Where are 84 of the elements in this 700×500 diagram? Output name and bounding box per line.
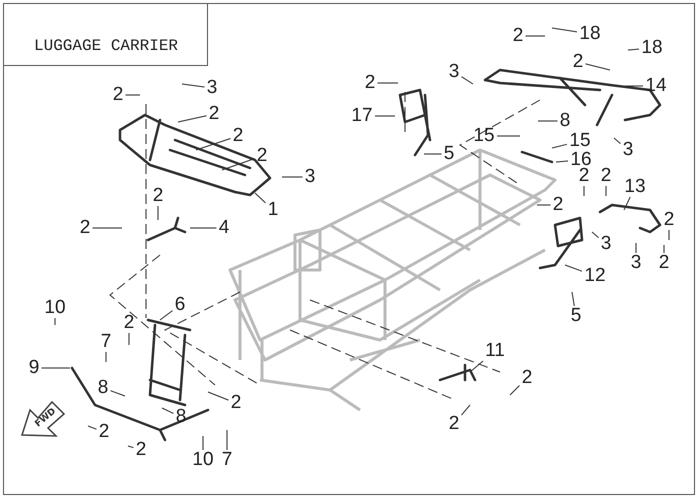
callout-number: 14 xyxy=(644,77,668,95)
callout-number: 12 xyxy=(583,267,607,285)
leader-line xyxy=(125,94,140,96)
leader-line xyxy=(585,63,610,70)
leader-line xyxy=(178,115,207,122)
callout-number: 3 xyxy=(622,141,634,159)
callout-number: 3 xyxy=(304,168,316,186)
leader-line xyxy=(556,160,568,162)
leader-line xyxy=(160,310,173,320)
callout-number: 9 xyxy=(28,359,40,377)
leader-line xyxy=(226,430,228,450)
leader-line xyxy=(470,360,484,372)
leader-line xyxy=(538,120,558,122)
callout-number: 15 xyxy=(472,127,496,145)
leader-line xyxy=(377,82,398,84)
callout-number: 2 xyxy=(520,369,534,387)
leader-line xyxy=(208,392,229,401)
callout-number: 1 xyxy=(266,201,280,219)
callout-number: 2 xyxy=(134,441,148,459)
callout-number: 3 xyxy=(630,254,642,272)
leader-line xyxy=(628,48,640,50)
callout-number: 2 xyxy=(658,254,670,272)
callout-number: 2 xyxy=(552,196,564,214)
leader-line xyxy=(624,196,631,210)
leader-line xyxy=(110,390,126,396)
callout-number: 2 xyxy=(448,415,460,433)
leader-line xyxy=(128,332,130,346)
leader-line xyxy=(564,264,582,272)
callout-number: 3 xyxy=(448,63,460,81)
leader-line xyxy=(592,232,599,238)
leader-line xyxy=(54,318,56,326)
leader-line xyxy=(254,192,266,204)
callout-number: 2 xyxy=(208,105,220,123)
callout-number: 3 xyxy=(600,235,612,253)
callout-number: 2 xyxy=(152,187,164,205)
callout-number: 2 xyxy=(256,147,268,165)
leader-line xyxy=(88,426,97,430)
callout-number: 5 xyxy=(570,307,582,325)
callout-number: 15 xyxy=(568,132,592,150)
callout-number: 8 xyxy=(558,112,572,130)
callout-number: 18 xyxy=(578,25,602,43)
leader-line xyxy=(614,138,621,144)
leader-line xyxy=(182,84,205,88)
callout-number: 16 xyxy=(569,151,593,169)
leader-line xyxy=(552,28,578,32)
leader-line xyxy=(461,404,470,416)
leader-line xyxy=(552,144,568,148)
callout-number: 2 xyxy=(364,74,376,92)
diagram-title: LUGGAGE CARRIER xyxy=(34,37,178,55)
callout-number: 2 xyxy=(600,167,612,185)
callout-number: 2 xyxy=(122,314,136,332)
callout-number: 2 xyxy=(662,211,676,229)
callout-number: 2 xyxy=(230,394,242,412)
leader-line xyxy=(461,76,474,84)
callout-number: 7 xyxy=(220,451,234,469)
leader-line xyxy=(572,292,575,306)
callout-number: 2 xyxy=(572,53,584,71)
leader-line xyxy=(282,176,303,178)
callout-number: 3 xyxy=(206,79,218,97)
callout-number: 2 xyxy=(232,127,244,145)
leader-line xyxy=(162,408,174,414)
callout-number: 18 xyxy=(640,39,664,57)
callout-number: 2 xyxy=(78,219,92,237)
callout-number: 10 xyxy=(191,451,215,469)
callout-number: 8 xyxy=(96,379,110,397)
leader-line xyxy=(128,446,134,448)
callout-number: 4 xyxy=(218,219,230,237)
callout-number: 2 xyxy=(112,86,124,104)
callout-number: 11 xyxy=(483,342,507,360)
leader-line xyxy=(196,138,231,150)
callout-number: 7 xyxy=(100,333,112,351)
callout-number: 17 xyxy=(350,107,374,125)
leader-line xyxy=(510,385,520,396)
callout-number: 13 xyxy=(623,178,647,196)
callout-number: 2 xyxy=(512,27,524,45)
callout-number: 2 xyxy=(98,423,110,441)
leader-line xyxy=(222,158,255,170)
callout-number: 6 xyxy=(174,296,186,314)
callout-number: 10 xyxy=(43,299,67,317)
leader-line xyxy=(668,230,670,240)
callout-number: 5 xyxy=(442,145,456,163)
callout-number: 2 xyxy=(578,167,590,185)
leader-line xyxy=(536,204,551,206)
leader-line xyxy=(202,436,204,450)
